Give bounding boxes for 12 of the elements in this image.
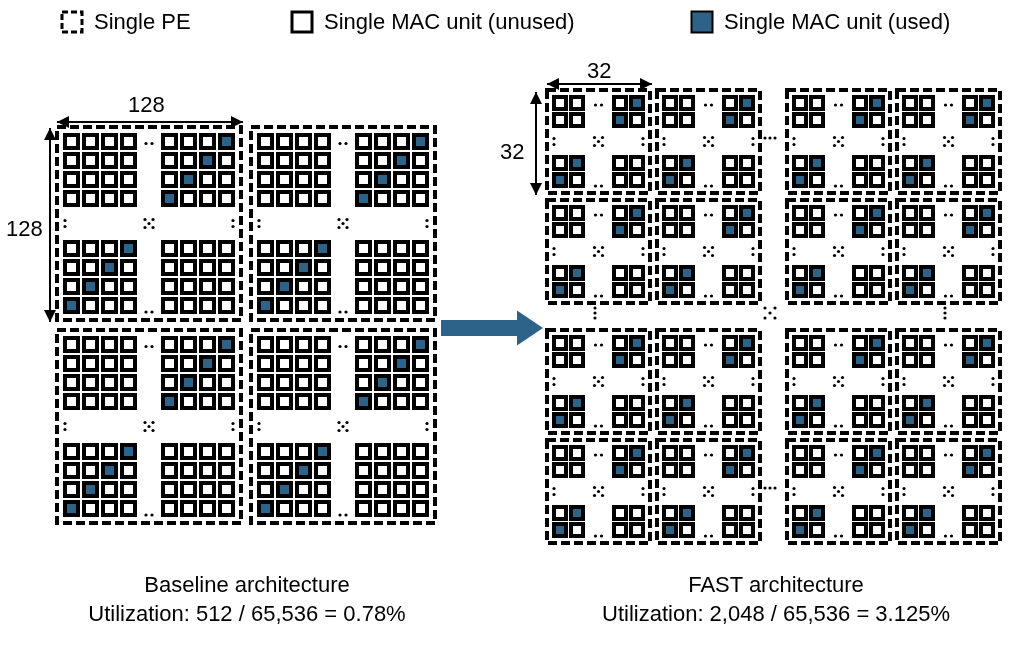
arrow [441, 310, 543, 346]
legend-label: Single MAC unit (used) [724, 9, 951, 35]
caption-title: Baseline architecture [143, 572, 351, 598]
caption-title: FAST architecture [687, 572, 865, 598]
utilization-text: Utilization: 512 / 65,536 = 0.78% [87, 601, 407, 627]
dimension-label: 32 [587, 58, 612, 84]
legend-label: Single MAC unit (unused) [324, 9, 575, 35]
dimension-label: 128 [6, 216, 43, 242]
utilization-text: Utilization: 2,048 / 65,536 = 3.125% [601, 601, 951, 627]
dimension-label: 128 [128, 92, 165, 118]
legend-label: Single PE [94, 9, 191, 35]
dimension-label: 32 [500, 139, 525, 165]
